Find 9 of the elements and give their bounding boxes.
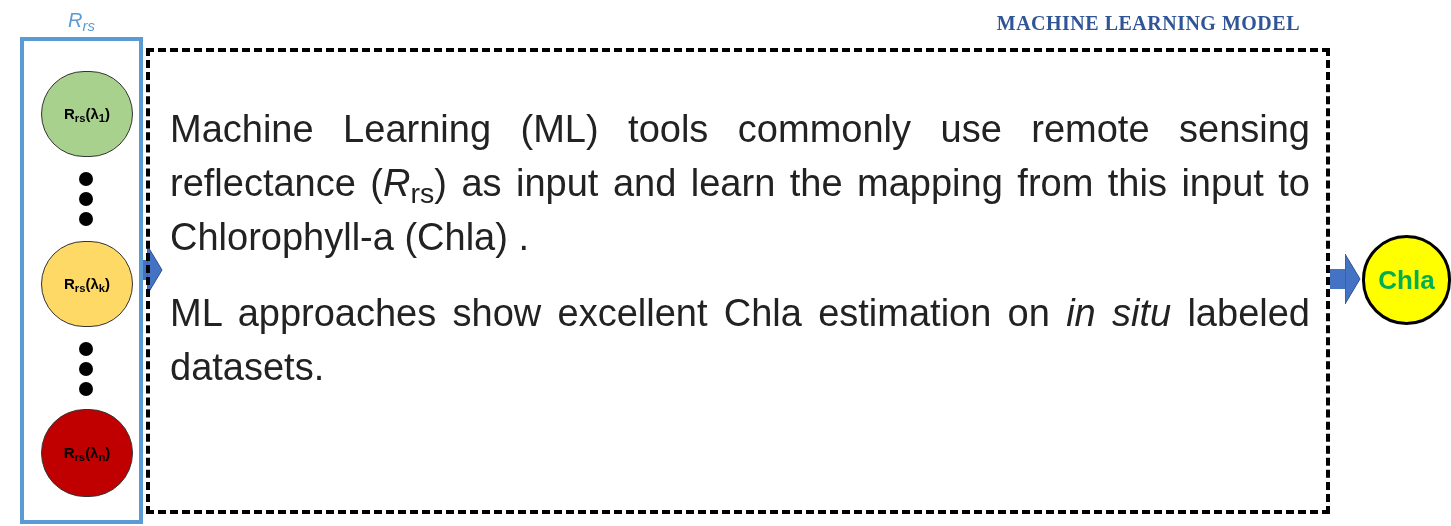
output-label: Chla (1378, 263, 1435, 297)
circle-label: R$_{rs}$(λ$_{n}$) (63, 442, 111, 465)
description-paragraph: Machine Learning (ML) tools commonly use remote sensing reflectance (R$_{rs}$) as input and learn the mapping from this input to Chlorophyll-a (Chla) . (170, 107, 1310, 260)
circle-label: R$_{rs}$(λ$_{k}$) (63, 273, 111, 296)
circle-label: R$_{rs}$(λ$_{1}$) (63, 103, 111, 126)
block-arrow (1330, 253, 1361, 305)
description-paragraph: ML approaches show excellent Chla estimation on in situ labeled datasets. (170, 291, 1310, 390)
column-label: R$_{rs}$ (68, 8, 95, 35)
model-title: MACHINE LEARNING MODEL (996, 11, 1300, 36)
